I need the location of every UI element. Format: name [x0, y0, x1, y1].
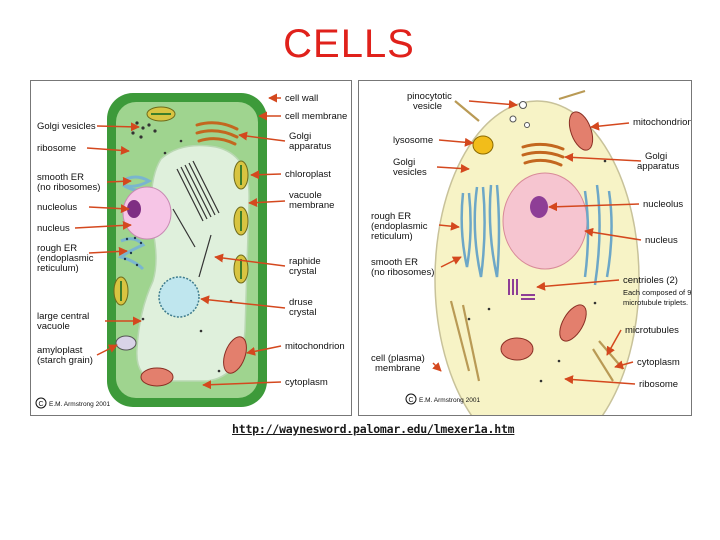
label-raphide-crystal: crystal [289, 266, 316, 277]
label-rough-er-sub2: reticulum) [37, 263, 79, 274]
druse-crystal [158, 276, 200, 318]
label-lysosome: lysosome [393, 135, 433, 146]
plant-copyright: E.M. Armstrong 2001 [49, 401, 110, 408]
label-nucleolus: nucleolus [37, 202, 77, 213]
animal-copyright: E.M. Armstrong 2001 [419, 397, 480, 404]
pinocytotic-vesicles [509, 101, 530, 128]
label-cell-wall: cell wall [285, 93, 318, 104]
label-nucleus-a: nucleus [645, 235, 678, 246]
plant-cell-diagram: Golgi vesicles ribosome smooth ER (no ri… [30, 80, 352, 416]
golgi-apparatus [521, 142, 565, 167]
label-rough-er: rough ER [37, 243, 77, 254]
label-vesicle: vesicle [413, 101, 442, 112]
label-mitochondrion: mitochondrion [285, 341, 345, 352]
animal-left-labels: pinocytotic vesicle lysosome Golgi vesic… [371, 91, 452, 374]
label-vesicles-a: vesicles [393, 167, 427, 178]
label-ribosome-a: ribosome [639, 379, 678, 390]
label-cell-membrane: cell membrane [285, 111, 347, 122]
label-golgi-vesicles: Golgi vesicles [37, 121, 96, 132]
label-rough-er-a-sub1: (endoplasmic [371, 221, 428, 232]
label-smooth-er-sub: (no ribosomes) [37, 182, 100, 193]
label-ribosome: ribosome [37, 143, 76, 154]
label-vacuole: vacuole [37, 321, 70, 332]
rough-er [460, 184, 501, 278]
label-cytoplasm-a: cytoplasm [637, 357, 680, 368]
plant-right-labels: cell wall cell membrane Golgi apparatus … [285, 93, 347, 388]
mitochondrion [140, 367, 174, 387]
centrioles [508, 279, 535, 300]
mitochondrion [223, 336, 247, 374]
label-centrioles-note1: Each composed of 9 [623, 288, 691, 297]
label-microtubules: microtubules [625, 325, 679, 336]
animal-right-labels: mitochondrion Golgi apparatus nucleolus … [623, 117, 691, 390]
label-nucleus: nucleus [37, 223, 70, 234]
label-membrane-r: membrane [289, 200, 334, 211]
animal-nucleus [502, 172, 588, 270]
label-starch-grain: (starch grain) [37, 355, 93, 366]
label-rough-er-a: rough ER [371, 211, 411, 222]
label-raphide: raphide [289, 256, 321, 267]
plant-nucleolus [127, 200, 141, 218]
rough-er [117, 237, 146, 271]
ribosomes [141, 139, 233, 373]
label-pinocytotic: pinocytotic [407, 91, 452, 102]
label-nucleolus-a: nucleolus [643, 199, 683, 210]
source-url-link[interactable]: http://waynesword.palomar.edu/lmexer1a.h… [232, 422, 515, 436]
label-plasma-membrane: cell (plasma) [371, 353, 425, 364]
label-centrioles-note2: microtubule triplets. [623, 298, 688, 307]
label-smooth-er: smooth ER [37, 172, 84, 183]
label-apparatus-r: apparatus [637, 161, 680, 172]
label-smooth-er-a-sub: (no ribosomes) [371, 267, 434, 278]
label-large-central: large central [37, 311, 89, 322]
label-mitochondrion-a: mitochondrion [633, 117, 691, 128]
label-vacuole-r: vacuole [289, 190, 322, 201]
ribosomes [467, 159, 607, 383]
label-apparatus: apparatus [289, 141, 332, 152]
label-golgi-r: Golgi [645, 151, 667, 162]
lysosome [472, 135, 494, 155]
label-chloroplast: chloroplast [285, 169, 331, 180]
label-druse: druse [289, 297, 313, 308]
label-golgi-a: Golgi [393, 157, 415, 168]
golgi-apparatus [195, 121, 239, 146]
label-cytoplasm: cytoplasm [285, 377, 328, 388]
slide-title: CELLS [283, 22, 415, 66]
label-centrioles: centrioles (2) [623, 275, 678, 286]
raphide-crystal [172, 160, 220, 278]
label-druse-crystal: crystal [289, 307, 316, 318]
chloroplast [146, 106, 176, 122]
animal-nucleolus [530, 196, 548, 218]
label-rough-er-a-sub2: reticulum) [371, 231, 413, 242]
golgi-vesicles [131, 121, 157, 139]
label-amyloplast: amyloplast [37, 345, 83, 356]
label-rough-er-sub1: (endoplasmic [37, 253, 94, 264]
mitochondrion [500, 111, 594, 361]
animal-arrows [432, 99, 642, 385]
svg-text:C: C [39, 401, 44, 408]
plant-arrows [74, 93, 286, 390]
animal-cell-diagram: pinocytotic vesicle lysosome Golgi vesic… [358, 80, 692, 416]
svg-text:C: C [409, 397, 414, 404]
label-golgi: Golgi [289, 131, 311, 142]
label-smooth-er-a: smooth ER [371, 257, 418, 268]
label-plasma-membrane-sub: membrane [375, 363, 420, 374]
plant-left-labels: Golgi vesicles ribosome smooth ER (no ri… [37, 121, 100, 366]
amyloplast [115, 335, 137, 351]
